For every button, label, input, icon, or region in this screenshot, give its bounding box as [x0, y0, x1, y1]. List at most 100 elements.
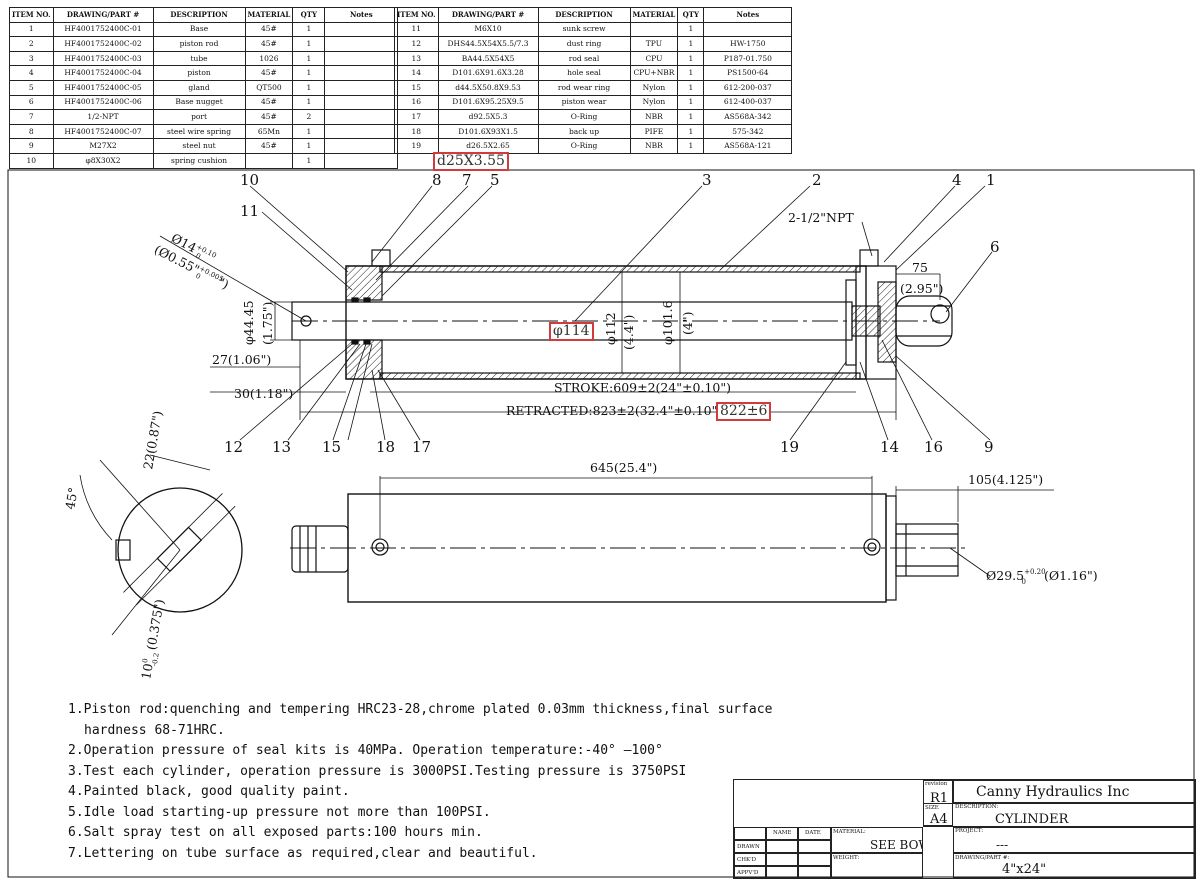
- material-cell: MATERIAL: SEE BOW: [831, 827, 923, 853]
- balloon-12: 12: [224, 438, 243, 456]
- balloon-19: 19: [780, 438, 799, 456]
- end-view-circle: [117, 487, 243, 613]
- material-label: MATERIAL:: [833, 829, 866, 835]
- dim-bore-1016: φ101.6: [660, 300, 675, 345]
- size-label: SIZE: [925, 805, 939, 811]
- bom-cell-desc: O-Ring: [537, 138, 631, 154]
- end-view: [79, 454, 243, 636]
- note-line: 1.Piston rod:quenching and tempering HRC…: [68, 702, 773, 717]
- highlight-retracted-alt: 822±6: [716, 402, 772, 421]
- dim-75-in: (2.95"): [900, 281, 943, 296]
- part-value: 4"x24": [1002, 862, 1047, 877]
- name-label: NAME: [766, 827, 798, 840]
- port-right: [859, 249, 879, 267]
- weight-label: WEIGHT:: [833, 855, 860, 861]
- balloon-17: 17: [412, 438, 431, 456]
- company-name: Canny Hydraulics Inc: [976, 784, 1130, 800]
- chkd-label: CHK'D: [734, 853, 766, 866]
- gland-bottom: [345, 339, 383, 380]
- dim-105: 105(4.125"): [968, 472, 1043, 487]
- note-line: 7.Lettering on tube surface as required,…: [68, 845, 538, 861]
- technical-notes: 1.Piston rod:quenching and tempering HRC…: [68, 700, 772, 864]
- balloon-14: 14: [880, 438, 899, 456]
- bom-cell-qty: 1: [677, 138, 705, 154]
- dim-stroke: STROKE:609±2(24"±0.10"): [554, 380, 731, 395]
- company-cell: Canny Hydraulics Inc: [953, 780, 1195, 803]
- balloon-6: 6: [990, 238, 1000, 256]
- size-value: A4: [930, 812, 948, 826]
- dim-bore-1016-in: (4"): [680, 312, 695, 335]
- dim-angle: 45°: [62, 486, 81, 510]
- dim-22: 22(0.87"): [140, 410, 165, 471]
- balloon-4: 4: [952, 171, 962, 189]
- dim-npt: 2-1/2"NPT: [788, 210, 854, 225]
- dim-75: 75: [912, 260, 928, 275]
- material-value: SEE BOW: [870, 838, 922, 852]
- clevis-pin-hole: [930, 304, 950, 324]
- part-label: DRAWING/PART #:: [955, 855, 1010, 861]
- dim-rod-dia: φ44.45: [241, 300, 256, 345]
- balloon-11: 11: [240, 202, 259, 220]
- balloon-18: 18: [376, 438, 395, 456]
- project-label: PROJECT:: [955, 828, 984, 834]
- note-line: 4.Painted black, good quality paint.: [68, 784, 350, 799]
- highlight-tube-od: φ114: [549, 322, 594, 341]
- bom-cell-notes: AS568A-121: [703, 138, 793, 154]
- rod-exterior: [291, 525, 349, 573]
- description-value: CYLINDER: [995, 812, 1069, 827]
- revision-value: R1: [930, 791, 949, 806]
- appvd-label: APPV'D: [734, 866, 766, 878]
- gland-top: [345, 265, 383, 301]
- tube-wall-top: [379, 265, 861, 273]
- tube-wall-bottom: [379, 372, 861, 380]
- end-view-boss: [115, 539, 131, 561]
- bom-cell-notes: [324, 152, 399, 169]
- weight-cell: WEIGHT:: [831, 853, 923, 878]
- bom-cell-qty: 1: [292, 152, 326, 169]
- note-line: 2.Operation pressure of seal kits is 40M…: [68, 743, 663, 758]
- section-view: [159, 185, 993, 441]
- balloon-10: 10: [240, 171, 259, 189]
- balloon-7: 7: [462, 171, 472, 189]
- balloon-15: 15: [322, 438, 341, 456]
- dim-bore-112-in: (4.4"): [621, 315, 636, 350]
- bom-table-left: ITEM NO. DRAWING/PART # DESCRIPTION MATE…: [9, 7, 399, 169]
- balloon-16: 16: [924, 438, 943, 456]
- note-line: 5.Idle load starting-up pressure not mor…: [68, 804, 491, 820]
- project-cell: PROJECT: ---: [953, 827, 1195, 853]
- balloon-1: 1: [986, 171, 996, 189]
- note-line: hardness 68-71HRC.: [84, 722, 225, 738]
- balloon-13: 13: [272, 438, 291, 456]
- description-label: DESCRIPTION:: [955, 804, 999, 810]
- exterior-view: [290, 476, 1054, 603]
- bom-cell-desc: spring cushion: [152, 152, 246, 169]
- note-line: 6.Salt spray test on all exposed parts:1…: [68, 825, 483, 840]
- balloon-8: 8: [432, 171, 442, 189]
- dim-27: 27(1.06"): [212, 352, 271, 367]
- rod-hole: [300, 315, 312, 327]
- dim-10: 100-0.2(0.375"): [138, 598, 170, 681]
- project-value: ---: [996, 838, 1009, 852]
- balloon-3: 3: [702, 171, 712, 189]
- balloon-5: 5: [490, 171, 500, 189]
- port-exterior-right: [863, 538, 881, 556]
- clevis: [895, 295, 953, 347]
- dim-30: 30(1.18"): [234, 386, 293, 401]
- piston-nut: [851, 305, 881, 337]
- highlight-oring: d25X3.55: [433, 152, 509, 171]
- dim-645: 645(25.4"): [590, 460, 657, 475]
- revision-label: revision: [925, 781, 948, 787]
- description-cell: DESCRIPTION: CYLINDER: [923, 803, 1195, 827]
- title-block: revision R1 SIZE A4 Canny Hydraulics Inc…: [733, 779, 1196, 879]
